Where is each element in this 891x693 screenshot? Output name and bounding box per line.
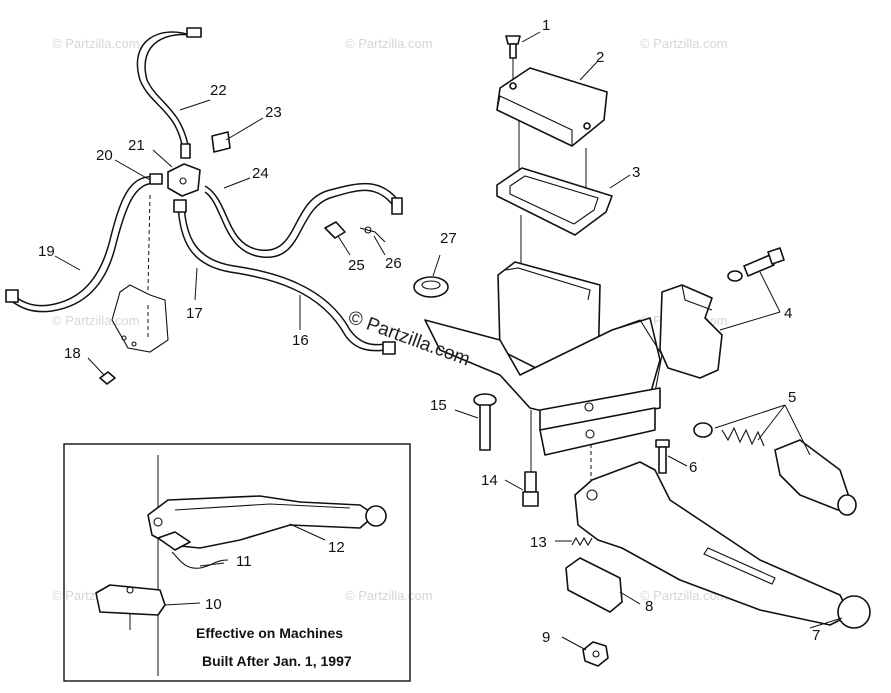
callout-1: 1 bbox=[542, 17, 550, 34]
inset-frame bbox=[63, 443, 411, 682]
part-8-block bbox=[565, 557, 623, 613]
part-14-bolt bbox=[522, 471, 539, 507]
part-1-screw bbox=[505, 35, 521, 59]
leader-lines bbox=[54, 31, 843, 651]
part-9-nut bbox=[582, 641, 609, 667]
callout-15: 15 bbox=[430, 397, 447, 414]
inset-note-line-2: Built After Jan. 1, 1997 bbox=[202, 653, 352, 669]
watermark: © Partzilla.com bbox=[345, 588, 433, 603]
inset-alternate-lever: Effective on Machines Built After Jan. 1… bbox=[63, 443, 411, 682]
callout-12: 12 bbox=[328, 539, 345, 556]
callout-26: 26 bbox=[385, 255, 402, 272]
callout-4: 4 bbox=[784, 305, 792, 322]
part-7-lever bbox=[574, 461, 871, 629]
callout-13: 13 bbox=[530, 534, 547, 551]
callout-18: 18 bbox=[64, 345, 81, 362]
part-5-piston bbox=[693, 422, 857, 516]
part-3-gasket bbox=[496, 167, 613, 236]
callout-25: 25 bbox=[348, 257, 365, 274]
callout-22: 22 bbox=[210, 82, 227, 99]
callout-7: 7 bbox=[812, 627, 820, 644]
part-2-reservoir-cover bbox=[496, 67, 608, 147]
callout-3: 3 bbox=[632, 164, 640, 181]
watermark: © Partzilla.com bbox=[640, 36, 728, 51]
callout-16: 16 bbox=[292, 332, 309, 349]
watermark: © Partzilla.com bbox=[345, 36, 433, 51]
master-cylinder-body bbox=[424, 261, 663, 456]
callout-20: 20 bbox=[96, 147, 113, 164]
watermark: © Partzilla.com bbox=[640, 588, 728, 603]
part-15-bolt bbox=[473, 393, 497, 451]
inset-note-line-1: Effective on Machines bbox=[196, 625, 343, 641]
callout-8: 8 bbox=[645, 598, 653, 615]
part-6-pivot-bolt bbox=[655, 439, 670, 474]
part-4-clamp bbox=[659, 247, 785, 379]
hose-assembly bbox=[5, 27, 403, 385]
callout-21: 21 bbox=[128, 137, 145, 154]
callout-9: 9 bbox=[542, 629, 550, 646]
callout-27: 27 bbox=[440, 230, 457, 247]
callout-24: 24 bbox=[252, 165, 269, 182]
callout-labels: 1 2 3 4 5 6 7 8 9 10 11 12 13 14 15 16 1… bbox=[38, 17, 820, 646]
callout-17: 17 bbox=[186, 305, 203, 322]
watermark: © Partzilla.com bbox=[52, 313, 140, 328]
callout-23: 23 bbox=[265, 104, 282, 121]
callout-5: 5 bbox=[788, 389, 796, 406]
callout-10: 10 bbox=[205, 596, 222, 613]
callout-6: 6 bbox=[689, 459, 697, 476]
callout-19: 19 bbox=[38, 243, 55, 260]
part-13-set-screw bbox=[571, 536, 593, 547]
callout-2: 2 bbox=[596, 49, 604, 66]
callout-11: 11 bbox=[236, 553, 252, 570]
part-27-seal bbox=[413, 276, 449, 298]
callout-14: 14 bbox=[481, 472, 498, 489]
watermark: © Partzilla.com bbox=[52, 36, 140, 51]
